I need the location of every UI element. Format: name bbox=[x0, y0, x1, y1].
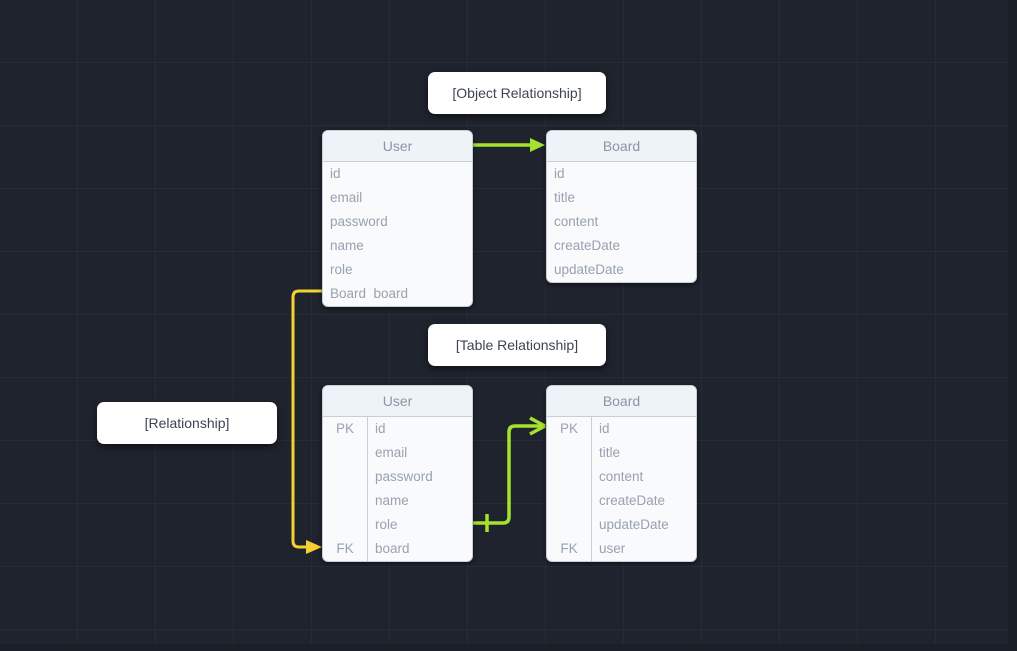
entity-table-user[interactable]: User PK id email password name role bbox=[322, 385, 473, 562]
label-object-relationship[interactable]: [Object Relationship] bbox=[428, 72, 606, 114]
canvas-right-edge bbox=[1008, 0, 1017, 651]
field-key: FK bbox=[560, 541, 578, 556]
field-name: createDate bbox=[599, 493, 666, 508]
field-name: role bbox=[330, 262, 353, 277]
field-name: board bbox=[375, 541, 410, 556]
entity-table-board-title: Board bbox=[547, 386, 696, 417]
field-row[interactable]: content bbox=[547, 465, 696, 489]
entity-table-board[interactable]: Board PK id title content createDate upd… bbox=[546, 385, 697, 562]
field-name: id bbox=[599, 421, 610, 436]
field-name: title bbox=[554, 190, 576, 205]
field-name: id bbox=[375, 421, 386, 436]
field-row[interactable]: createDate bbox=[547, 234, 696, 258]
field-row[interactable]: PK id bbox=[323, 417, 472, 441]
entity-table-board-fields: PK id title content createDate updateDat… bbox=[547, 417, 696, 561]
field-name: content bbox=[599, 469, 644, 484]
label-relationship-text: [Relationship] bbox=[144, 415, 230, 431]
entity-object-board-title: Board bbox=[547, 131, 696, 162]
cross-relationship-arrow bbox=[291, 289, 322, 554]
field-name: updateDate bbox=[554, 262, 624, 277]
table-relationship-connector bbox=[473, 416, 546, 532]
field-row[interactable]: updateDate bbox=[547, 258, 696, 282]
field-row[interactable]: Board board bbox=[323, 282, 472, 306]
field-name: Board board bbox=[330, 286, 409, 301]
field-name: email bbox=[330, 190, 363, 205]
field-name: name bbox=[330, 238, 364, 253]
field-row[interactable]: role bbox=[323, 513, 472, 537]
field-key bbox=[323, 465, 367, 489]
field-row[interactable]: content bbox=[547, 210, 696, 234]
field-name: updateDate bbox=[599, 517, 669, 532]
entity-object-user-title: User bbox=[323, 131, 472, 162]
label-relationship[interactable]: [Relationship] bbox=[97, 402, 277, 444]
field-row[interactable]: role bbox=[323, 258, 472, 282]
field-name: title bbox=[599, 445, 621, 460]
entity-table-user-title: User bbox=[323, 386, 472, 417]
entity-object-user[interactable]: User id email password name role Board b… bbox=[322, 130, 473, 307]
field-key: PK bbox=[335, 421, 354, 436]
field-row[interactable]: email bbox=[323, 441, 472, 465]
field-name: user bbox=[599, 541, 626, 556]
entity-object-user-fields: id email password name role Board board bbox=[323, 162, 472, 306]
field-row[interactable]: title bbox=[547, 441, 696, 465]
field-row[interactable]: createDate bbox=[547, 489, 696, 513]
field-name: name bbox=[375, 493, 409, 508]
entity-object-board[interactable]: Board id title content createDate update… bbox=[546, 130, 697, 283]
field-row[interactable]: email bbox=[323, 186, 472, 210]
field-name: role bbox=[375, 517, 398, 532]
field-row[interactable]: PK id bbox=[547, 417, 696, 441]
label-object-relationship-text: [Object Relationship] bbox=[452, 85, 582, 101]
field-row[interactable]: password bbox=[323, 465, 472, 489]
field-key bbox=[323, 441, 367, 465]
field-row[interactable]: updateDate bbox=[547, 513, 696, 537]
field-row[interactable]: FK board bbox=[323, 537, 472, 561]
field-name: password bbox=[330, 214, 388, 229]
field-key: FK bbox=[336, 541, 354, 556]
field-key bbox=[547, 513, 591, 537]
canvas-bottom-edge bbox=[0, 644, 1017, 651]
field-name: createDate bbox=[554, 238, 621, 253]
field-row[interactable]: name bbox=[323, 234, 472, 258]
field-row[interactable]: FK user bbox=[547, 537, 696, 561]
label-table-relationship-text: [Table Relationship] bbox=[455, 337, 579, 353]
field-row[interactable]: id bbox=[547, 162, 696, 186]
field-key bbox=[547, 465, 591, 489]
field-name: content bbox=[554, 214, 599, 229]
field-key bbox=[547, 489, 591, 513]
field-row[interactable]: title bbox=[547, 186, 696, 210]
field-key bbox=[323, 489, 367, 513]
entity-table-user-fields: PK id email password name role FK boar bbox=[323, 417, 472, 561]
field-key bbox=[323, 513, 367, 537]
field-key bbox=[547, 441, 591, 465]
field-name: id bbox=[330, 166, 341, 181]
field-row[interactable]: name bbox=[323, 489, 472, 513]
field-row[interactable]: id bbox=[323, 162, 472, 186]
field-key: PK bbox=[559, 421, 578, 436]
label-table-relationship[interactable]: [Table Relationship] bbox=[428, 324, 606, 366]
entity-object-board-fields: id title content createDate updateDate bbox=[547, 162, 696, 282]
field-name: password bbox=[375, 469, 433, 484]
field-name: email bbox=[375, 445, 408, 460]
object-relationship-arrow bbox=[473, 138, 545, 152]
field-row[interactable]: password bbox=[323, 210, 472, 234]
field-name: id bbox=[554, 166, 565, 181]
